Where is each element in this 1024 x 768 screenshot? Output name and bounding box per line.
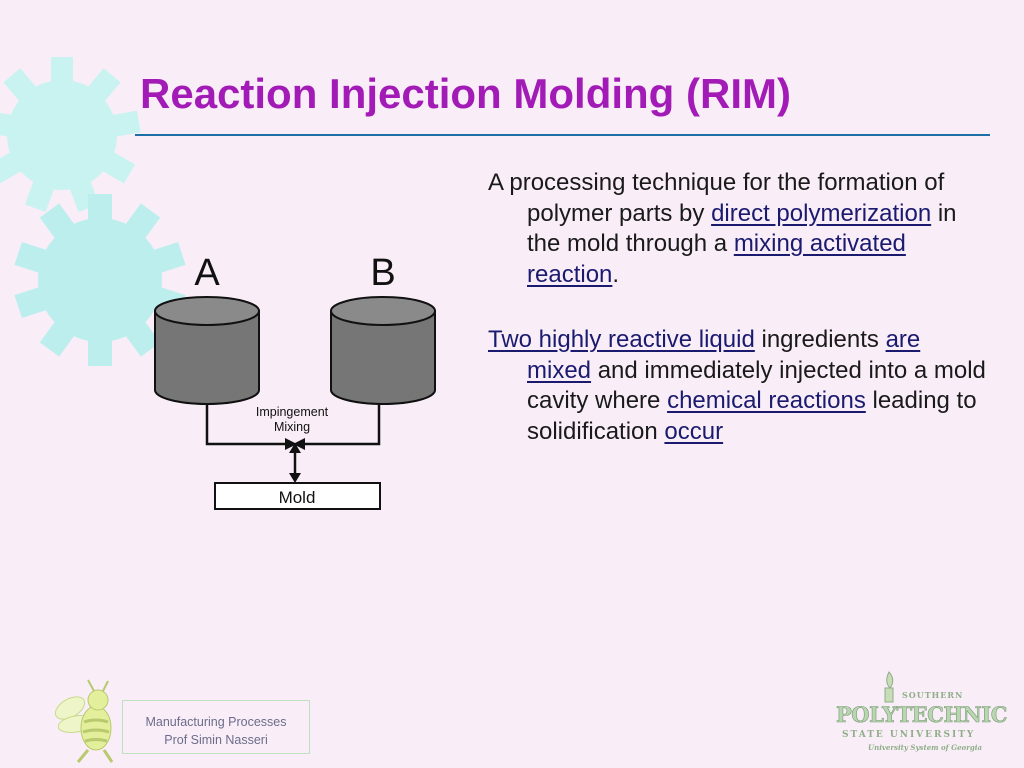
footer-course-info: Manufacturing Processes Prof Simin Nasse… [122, 700, 310, 754]
rim-diagram: A B Impingement Mixing Mold [154, 252, 436, 510]
arrow-icon [285, 438, 305, 483]
mold-label: Mold [279, 488, 316, 507]
logo-sub-text: STATE UNIVERSITY [842, 730, 976, 740]
title-divider [135, 134, 990, 136]
mixing-label-line1: Impingement [256, 405, 329, 419]
link-mixing-activated-reaction[interactable]: mixing activated reaction [527, 230, 906, 288]
torch-icon [884, 671, 894, 703]
logo-tagline: University System of Georgia [868, 743, 982, 752]
link-direct-polymerization[interactable]: direct polymerization [711, 199, 932, 227]
slide-title: Reaction Injection Molding (RIM) [140, 70, 791, 117]
link-reactive-liquid[interactable]: Two highly reactive liquid [488, 326, 755, 353]
gear-icon [0, 57, 141, 213]
instructor-name: Prof Simin Nasseri [164, 733, 268, 747]
tank-b [330, 296, 436, 405]
tank-a [154, 296, 260, 405]
mixing-label-line2: Mixing [274, 420, 310, 434]
decorative-gears [0, 57, 186, 366]
bee-mascot-icon [54, 679, 114, 763]
tank-b-label: B [370, 252, 395, 294]
definition-paragraph: A processing technique for the formation… [488, 169, 957, 288]
logo-main-text: POLYTECHNIC [836, 702, 1008, 728]
logo-top-text: SOUTHERN [902, 690, 964, 700]
feed-lines [205, 404, 381, 475]
gear-icon [14, 194, 186, 366]
mold-box [214, 482, 381, 510]
link-are-mixed[interactable]: are mixed [527, 326, 921, 384]
university-logo: SOUTHERN POLYTECHNIC STATE UNIVERSITY Un… [826, 668, 1008, 758]
slide-body: A processing technique for the formation… [488, 168, 988, 482]
course-name: Manufacturing Processes [145, 715, 287, 729]
tank-a-label: A [194, 252, 220, 294]
process-paragraph: Two highly reactive liquid ingredients a… [488, 326, 986, 445]
link-occur[interactable]: occur [664, 417, 724, 445]
link-chemical-reactions[interactable]: chemical reactions [667, 387, 866, 414]
